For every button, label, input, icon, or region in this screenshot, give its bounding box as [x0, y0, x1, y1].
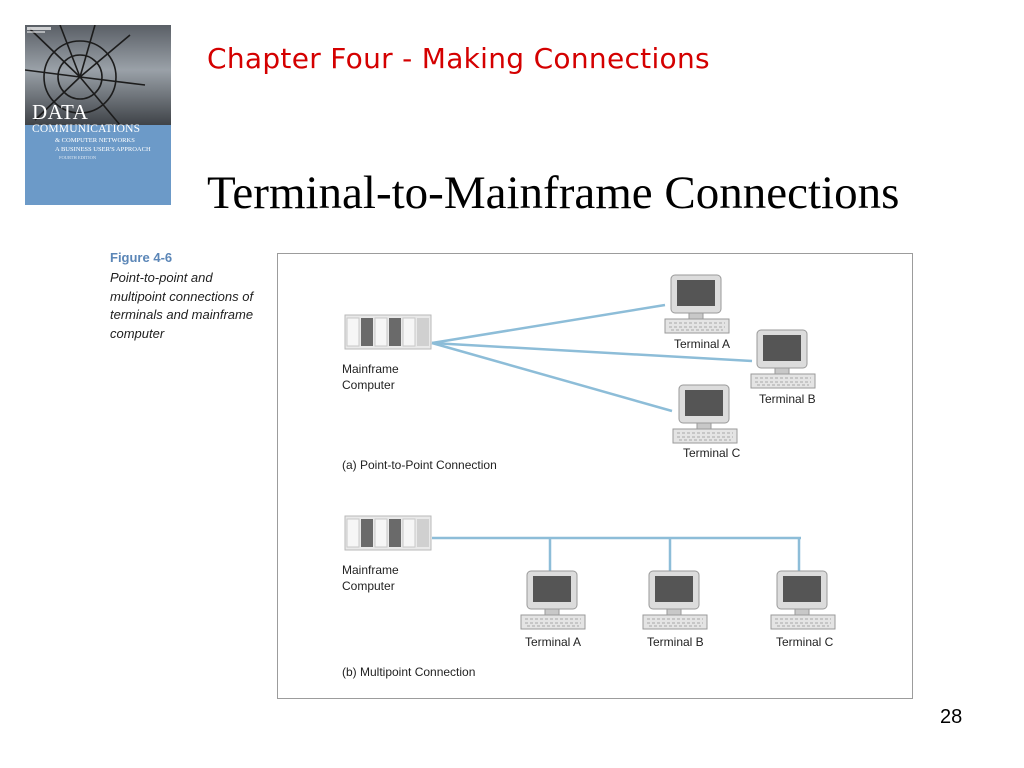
terminal-b-label: Terminal B [759, 392, 816, 406]
page-number: 28 [940, 706, 963, 728]
terminal-a-label: Terminal A [674, 337, 730, 351]
terminal-a-label-b: Terminal A [525, 635, 581, 649]
line-to-terminal-b [431, 341, 753, 363]
terminal-b-icon [750, 329, 816, 389]
panel-a-caption: (a) Point-to-Point Connection [342, 458, 497, 472]
book-cover-art [25, 25, 171, 205]
mainframe-label-b-line1: Mainframe [342, 563, 399, 577]
figure-diagram: Mainframe Computer Terminal A Terminal B… [277, 253, 913, 699]
chapter-title: Chapter Four - Making Connections [207, 42, 710, 75]
mainframe-label-b-line2: Computer [342, 579, 395, 593]
mainframe-icon-a [344, 314, 432, 350]
mainframe-icon-b [344, 515, 432, 551]
panel-a-connection-lines [431, 303, 753, 413]
terminal-c-icon-b [770, 570, 836, 630]
terminal-c-label: Terminal C [683, 446, 741, 460]
terminal-c-icon [672, 384, 738, 444]
mainframe-label-a-line1: Mainframe [342, 362, 399, 376]
terminal-b-label-b: Terminal B [647, 635, 704, 649]
panel-b-caption: (b) Multipoint Connection [342, 665, 475, 679]
slide-title: Terminal-to-Mainframe Connections [207, 167, 900, 219]
figure-number: Figure 4-6 [110, 250, 173, 265]
panel-b: Mainframe Computer Terminal A Terminal B… [342, 515, 836, 679]
terminal-a-icon-b [520, 570, 586, 630]
line-to-terminal-a [431, 303, 666, 345]
figure-caption: Point-to-point and multipoint connection… [110, 270, 254, 341]
terminal-c-label-b: Terminal C [776, 635, 834, 649]
panel-a: Mainframe Computer Terminal A Terminal B… [342, 274, 816, 472]
network-diagram: Mainframe Computer Terminal A Terminal B… [277, 253, 913, 699]
book-cover: DATA COMMUNICATIONS & COMPUTER NETWORKS … [25, 25, 171, 205]
terminal-a-icon [664, 274, 730, 334]
terminal-b-icon-b [642, 570, 708, 630]
panel-b-bus-lines [432, 536, 801, 571]
line-to-terminal-c [431, 341, 673, 413]
mainframe-label-a-line2: Computer [342, 378, 395, 392]
